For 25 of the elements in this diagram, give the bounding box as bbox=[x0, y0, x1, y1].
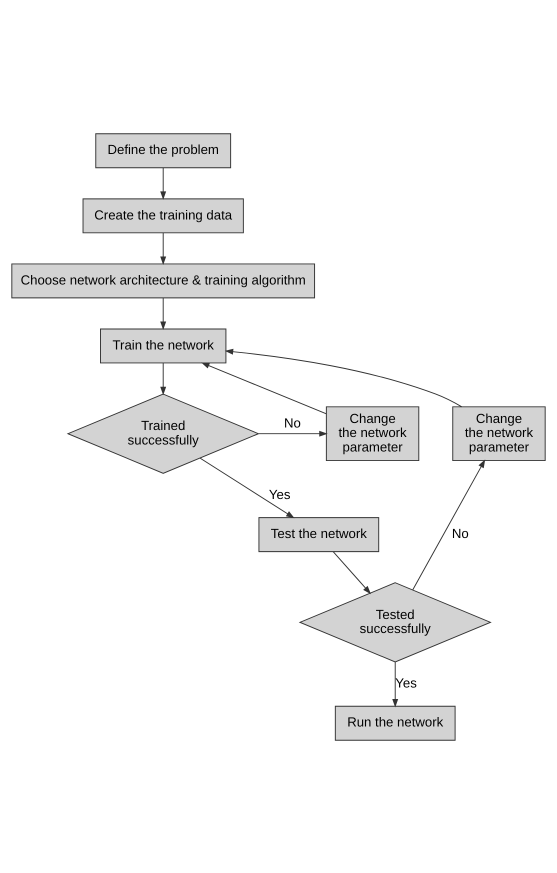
arrow bbox=[160, 166, 166, 200]
node-box: Test the network bbox=[258, 516, 380, 552]
arrow bbox=[201, 362, 327, 414]
node-diamond: Tested successfully bbox=[298, 582, 492, 662]
arrow bbox=[160, 362, 166, 395]
node-box: Create the training data bbox=[82, 198, 244, 233]
arrow bbox=[160, 232, 166, 264]
arrow bbox=[224, 348, 462, 407]
node-diamond: Trained successfully bbox=[66, 393, 260, 474]
arrow bbox=[332, 550, 372, 594]
edge-label: Yes bbox=[268, 486, 290, 502]
edge-label: No bbox=[284, 414, 301, 430]
edge-label: Yes bbox=[395, 675, 417, 690]
arrow bbox=[258, 430, 328, 436]
arrow bbox=[392, 661, 398, 707]
node-box: Change the network parameter bbox=[452, 406, 546, 461]
node-box: Choose network architecture & training algorithm bbox=[11, 262, 316, 298]
node-box: Define the problem bbox=[95, 132, 232, 168]
arrow bbox=[160, 297, 166, 330]
arrow bbox=[200, 457, 295, 518]
node-box: Train the network bbox=[100, 328, 226, 363]
edge-label: No bbox=[452, 526, 469, 541]
node-box: Run the network bbox=[334, 705, 456, 740]
arrow bbox=[412, 458, 486, 590]
node-box: Change the network parameter bbox=[326, 406, 420, 461]
